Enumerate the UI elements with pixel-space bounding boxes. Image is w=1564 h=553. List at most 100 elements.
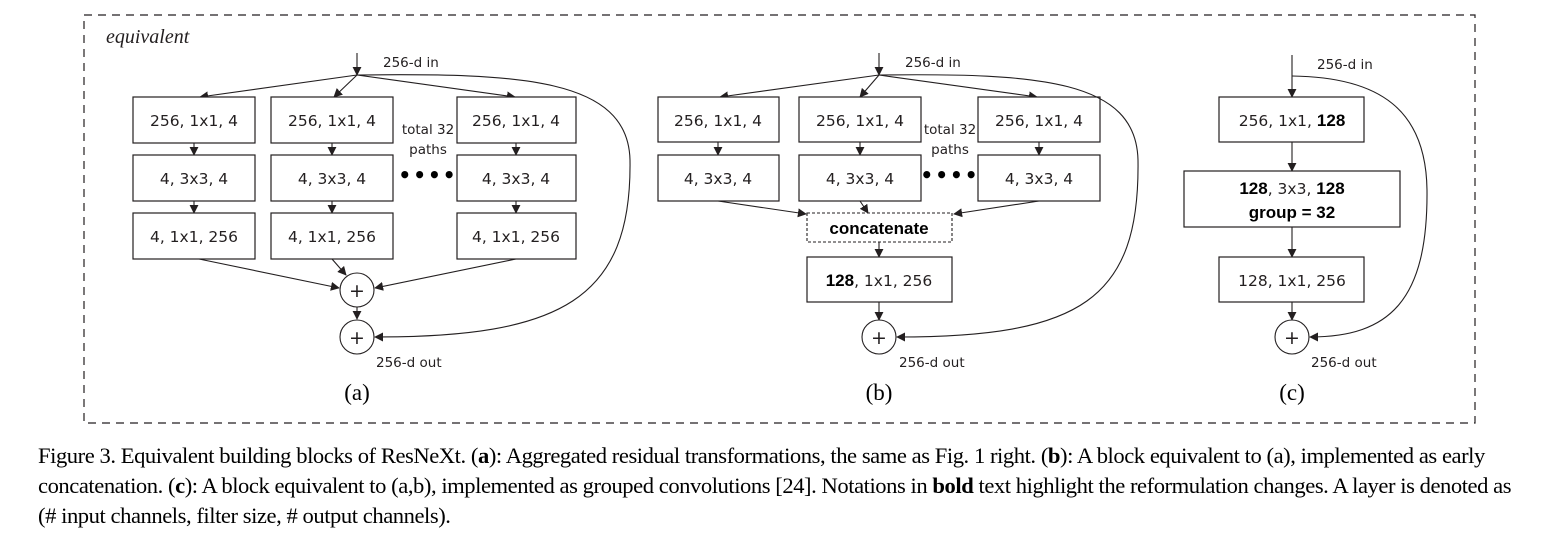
concatenate-label: concatenate — [829, 219, 928, 238]
paths-note: total 32 — [402, 122, 454, 138]
fanout-arrow — [199, 74, 358, 101]
layer-box — [977, 154, 1101, 202]
ellipsis-icon: •••• — [398, 163, 457, 187]
layer-label: 4, 1x1, 256 — [288, 228, 376, 246]
plus-icon: + — [871, 327, 887, 349]
layer-label: 4, 3x3, 4 — [826, 170, 894, 188]
layer-label: 256, 1x1, 4 — [150, 112, 238, 130]
path-a1: 256, 1x1, 4 4, 3x3, 4 4, 1x1, 256 — [132, 96, 256, 260]
layer-box — [132, 96, 256, 144]
caption-text-b: : A block equivalent to (a), implemented… — [38, 443, 1485, 498]
layer-box — [1218, 256, 1365, 303]
ellipsis-icon: •••• — [920, 163, 979, 187]
input-label: 256-d in — [383, 55, 439, 71]
layer-box — [977, 96, 1101, 143]
output-label: 256-d out — [376, 355, 442, 371]
layer-label: 4, 1x1, 256 — [150, 228, 238, 246]
layer-label: 256, 1x1, 128 — [1239, 111, 1346, 130]
layer-label: 4, 3x3, 4 — [684, 170, 752, 188]
layer-label: 4, 3x3, 4 — [482, 170, 550, 188]
caption-text-c: : A block equivalent to (a,b), implement… — [191, 473, 933, 498]
plus-icon: + — [349, 280, 365, 302]
bold-channel: 128 — [1316, 179, 1344, 198]
caption-prefix: Figure 3. Equivalent building blocks of … — [38, 443, 471, 468]
merge-arrow — [198, 258, 340, 291]
layer-box — [456, 212, 577, 260]
layer-label: 4, 1x1, 256 — [472, 228, 560, 246]
layer-label: 128, 3x3, 128 — [1239, 179, 1344, 198]
input-label: 256-d in — [905, 55, 961, 71]
identity-shortcut — [878, 74, 1139, 342]
fanout-arrow — [859, 74, 880, 98]
path-b3: 256, 1x1, 4 4, 3x3, 4 — [977, 96, 1101, 202]
fanout-arrow — [333, 74, 358, 98]
output-label: 256-d out — [1311, 355, 1377, 371]
layer-box — [132, 212, 256, 260]
layer-box — [456, 96, 577, 144]
layer-box — [270, 212, 394, 260]
residual-add-node — [1274, 319, 1310, 355]
input-label: 256-d in — [1317, 57, 1373, 73]
concatenate-box — [806, 212, 953, 243]
frame-label: equivalent — [106, 26, 190, 48]
path-b2: 256, 1x1, 4 4, 3x3, 4 — [798, 96, 922, 202]
merge-arrow — [953, 200, 1040, 218]
identity-shortcut — [1291, 75, 1428, 342]
merge-arrow — [374, 258, 517, 291]
caption-text-a: : Aggregated residual transformations, t… — [495, 443, 1041, 468]
residual-add-node — [339, 319, 375, 355]
bold-channel: 128 — [826, 271, 854, 290]
fanout-arrow — [719, 74, 880, 101]
layer-box — [456, 154, 577, 202]
residual-add-node — [861, 319, 897, 355]
layer-box — [798, 96, 922, 143]
panel-c: 256-d in 256, 1x1, 128 128, 3x3, 128 gro… — [1183, 55, 1428, 405]
merge-arrow — [331, 258, 347, 276]
panel-label: (c) — [1279, 380, 1305, 405]
layer-label: 256, 1x1, 4 — [288, 112, 376, 130]
layer-box — [657, 154, 780, 202]
plus-icon: + — [349, 327, 365, 349]
caption-bold-word: bold — [932, 473, 974, 498]
layer-label: 256, 1x1, 4 — [816, 112, 904, 130]
path-a3: 256, 1x1, 4 4, 3x3, 4 4, 1x1, 256 — [456, 96, 577, 260]
layer-label: 128, 1x1, 256 — [1238, 272, 1346, 290]
caption-tag-a: a — [477, 443, 489, 468]
equivalence-frame — [83, 14, 1476, 424]
layer-rest: , 3x3, — [1268, 180, 1317, 198]
panel-label: (a) — [344, 380, 370, 405]
fanout-arrow — [878, 74, 1038, 101]
layer-label: 256, 1x1, 4 — [995, 112, 1083, 130]
caption-tag-c: c — [175, 473, 185, 498]
figure-caption: Figure 3. Equivalent building blocks of … — [38, 443, 1512, 528]
caption-suffix: text highlight the reformulation changes… — [38, 473, 1512, 528]
layer-label: 128, 1x1, 256 — [826, 271, 933, 290]
layer-label: 4, 3x3, 4 — [298, 170, 366, 188]
layer-label: 256, 1x1, 4 — [674, 112, 762, 130]
path-a2: 256, 1x1, 4 4, 3x3, 4 4, 1x1, 256 — [270, 96, 394, 260]
paths-note: paths — [931, 142, 969, 158]
fanout-arrow — [356, 74, 516, 101]
bold-channel: 128 — [1239, 179, 1267, 198]
layer-rest: , 1x1, 256 — [854, 272, 932, 290]
path-b1: 256, 1x1, 4 4, 3x3, 4 — [657, 96, 780, 202]
group-label: group = 32 — [1249, 203, 1335, 222]
plus-icon: + — [1284, 327, 1300, 349]
layer-label: 4, 3x3, 4 — [1005, 170, 1073, 188]
paths-note: total 32 — [924, 122, 976, 138]
layer-label: 4, 3x3, 4 — [160, 170, 228, 188]
caption-tag-b: b — [1047, 443, 1061, 468]
layer-label: 256, 1x1, 4 — [472, 112, 560, 130]
layer-box — [806, 256, 953, 303]
layer-box — [1218, 96, 1365, 143]
merge-arrow — [859, 200, 869, 214]
panel-a: 256-d in 256, 1x1, 4 4, 3x3, 4 4, 1x1, 2… — [132, 53, 631, 405]
paths-note: paths — [409, 142, 447, 158]
panel-b: 256-d in 256, 1x1, 4 4, 3x3, 4 256, 1x1,… — [657, 53, 1139, 405]
resnext-block-diagram: equivalent 256-d in 256, 1x1, 4 4, 3x3, … — [83, 14, 1476, 424]
panel-label: (b) — [866, 380, 893, 405]
identity-shortcut — [356, 74, 631, 342]
merge-arrow — [717, 200, 807, 218]
layer-box — [270, 96, 394, 144]
grouped-conv-box — [1183, 170, 1401, 228]
